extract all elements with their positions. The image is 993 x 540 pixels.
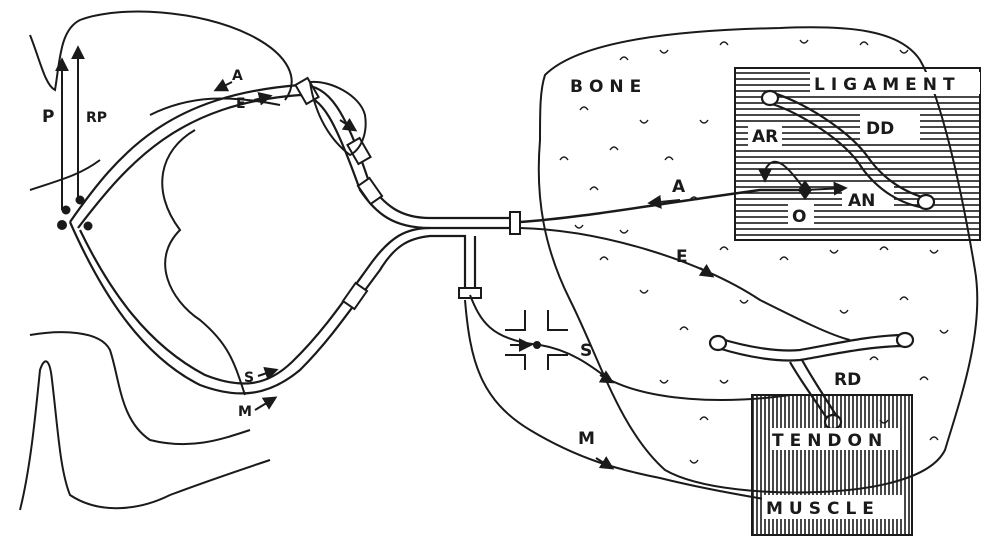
label-a-right: A <box>672 177 686 197</box>
label-rp: RP <box>86 110 107 126</box>
label-rd: RD <box>834 370 861 390</box>
label-an: AN <box>848 191 875 211</box>
spinal-cord-outline <box>20 12 292 510</box>
label-s-right: S <box>580 341 592 361</box>
label-e-right: E <box>676 247 688 267</box>
label-o: O <box>792 207 806 227</box>
label-dd: DD <box>866 119 894 139</box>
label-tendon: TENDON <box>772 431 888 451</box>
label-bone: BONE <box>570 77 647 97</box>
label-a-left: A <box>232 68 243 84</box>
label-p: P <box>42 107 54 127</box>
label-e-left: E <box>236 96 246 112</box>
label-ligament: LIGAMENT <box>814 75 961 95</box>
nerve-trunk <box>70 85 520 393</box>
nerve-bands <box>295 78 520 309</box>
root-arrows <box>58 48 92 230</box>
label-s-left: S <box>244 370 254 386</box>
label-m-right: M <box>578 429 595 449</box>
label-m-left: M <box>238 404 252 420</box>
label-ar: AR <box>752 127 778 147</box>
label-muscle: MUSCLE <box>766 499 880 519</box>
